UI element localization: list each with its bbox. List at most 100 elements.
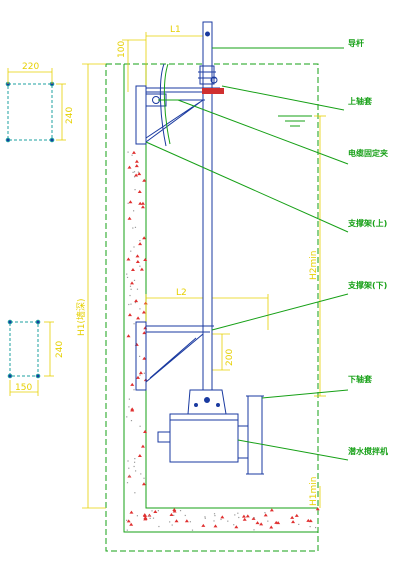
concrete-speck [173,514,175,517]
concrete-speck [126,519,131,523]
concrete-speck [130,250,132,252]
label-bracket-upper: 支撑架(上) [347,218,387,228]
label-bracket-lower: 支撑架(下) [347,280,387,290]
concrete-speck [128,303,130,306]
concrete-speck [242,517,247,521]
concrete-speck [134,226,137,228]
lower-bracket-brace [145,333,204,383]
concrete-speck [139,308,141,310]
concrete-speck [134,173,139,177]
anchor-detail-bottom [7,319,41,379]
concrete-speck [131,154,133,156]
concrete-speck [263,513,268,517]
dim-l1: L1 [170,25,181,35]
concrete-speck [204,517,206,519]
concrete-speck [131,150,136,154]
concrete-speck [129,522,134,526]
concrete-speck [204,516,206,518]
concrete-speck [191,529,194,531]
concrete-speck [137,189,142,193]
concrete-speck [291,520,296,524]
concrete-speck [139,267,144,271]
label-cable-clamp: 电缆固定夹 [348,148,388,158]
concrete-speck [141,482,146,486]
concrete-speck [133,210,135,212]
concrete-speck [237,512,239,514]
concrete-speck [129,294,131,297]
concrete-speck [140,201,145,205]
concrete-speck [126,482,129,484]
concrete-speck [151,510,153,512]
concrete-speck [143,516,148,520]
concrete-speck [142,236,147,240]
label-guide-rod: 导杆 [348,38,364,48]
label-lower-bearing: 下轴套 [348,374,373,384]
guide-rod-assembly [135,21,264,475]
concrete-speck [136,288,139,290]
wall-section [123,64,318,533]
concrete-speck [142,356,147,360]
concrete-speck [134,189,136,191]
concrete-speck [126,273,128,275]
concrete-speck [133,465,135,468]
anchor-detail-top [5,81,55,143]
concrete-speck [135,259,140,263]
concrete-speck [143,326,148,330]
concrete-speck [137,454,142,458]
concrete-speck [132,227,134,229]
concrete-speck [213,520,215,522]
wall-outer-dashed [105,63,319,552]
concrete-speck [128,406,130,408]
concrete-speck [241,514,246,518]
concrete-speck [172,508,177,512]
concrete-speck [128,200,133,204]
concrete-speck [245,514,250,518]
concrete-speck [220,515,225,519]
concrete-speck [126,257,131,261]
concrete-speck [133,323,135,325]
label-mixer: 潜水搅拌机 [348,446,388,456]
concrete-speck [141,310,146,314]
concrete-speck [234,525,239,529]
concrete-speck [238,516,240,519]
concrete-speck [130,267,135,271]
concrete-speck [138,201,143,205]
concrete-speck [315,526,317,529]
concrete-speck [148,515,150,517]
concrete-speck [126,529,128,531]
concrete-speck [127,460,129,462]
concrete-speck [138,242,143,246]
anchor-detail-top-dims [7,68,66,141]
concrete-speck [201,523,206,527]
concrete-speck [140,473,142,475]
concrete-speck [158,525,160,528]
concrete-speck [139,425,141,427]
concrete-speck [213,513,216,515]
concrete-speck [126,416,128,418]
concrete-speck [149,517,151,520]
concrete-speck [179,510,182,512]
concrete-speck [174,519,179,523]
concrete-speck [133,246,135,248]
concrete-speck [126,276,129,279]
label-upper-bearing: 上轴套 [348,96,373,106]
concrete-speck [130,382,135,386]
dim-top-width: 220 [22,62,39,72]
concrete-speck [134,342,139,346]
mixer-motor [169,413,239,463]
concrete-speck [138,371,143,375]
concrete-speck [220,518,222,521]
concrete-speck [171,524,173,526]
concrete-speck [255,521,260,525]
concrete-speck [133,171,136,173]
concrete-speck [130,407,135,411]
concrete-speck [134,492,136,494]
concrete-speck [139,240,141,242]
concrete-speck [189,521,191,523]
concrete-speck [130,288,132,290]
dim-bottom-width: 150 [15,383,32,393]
concrete-speck [139,355,141,357]
concrete-speck [134,159,139,163]
